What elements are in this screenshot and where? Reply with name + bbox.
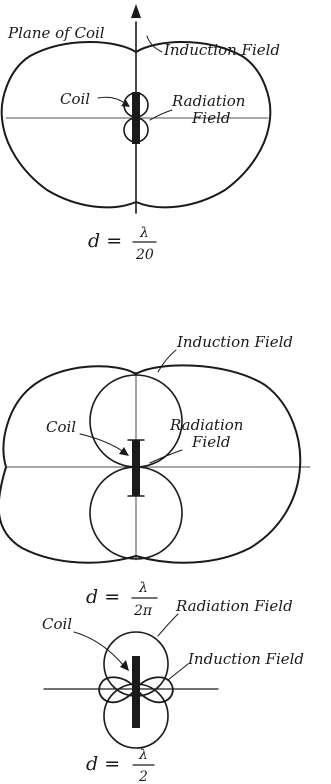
- induction-leader: [157, 349, 177, 373]
- radiation-field-label-line1: Radiation: [169, 416, 243, 434]
- induction-field-pattern: [0, 364, 302, 564]
- coil-leader-arrowhead: [121, 100, 130, 107]
- coil-leader: [73, 631, 125, 667]
- equation-3-numerator: λ: [138, 747, 148, 763]
- induction-field-label: Induction Field: [163, 41, 280, 59]
- coil-leader-arrowhead: [120, 660, 129, 671]
- radiation-field-label-line2: Field: [191, 433, 230, 451]
- coil: [132, 92, 140, 144]
- radiation-field-label-line2: Field: [191, 109, 230, 127]
- induction-field-pattern-right: [135, 676, 174, 704]
- coil-leader: [97, 96, 127, 105]
- coil-label: Coil: [42, 615, 72, 633]
- panel-2: Induction Field Coil Radiation Field d =…: [0, 333, 311, 619]
- panel-3: Coil Radiation Field Induction Field d =…: [42, 597, 304, 784]
- induction-leader: [146, 35, 163, 53]
- induction-field-label: Induction Field: [187, 650, 304, 668]
- radiation-field-label-line1: Radiation: [171, 92, 245, 110]
- equation-2-lhs: d =: [86, 586, 120, 608]
- induction-field-label: Induction Field: [176, 333, 293, 351]
- radiation-field-label: Radiation Field: [175, 597, 293, 615]
- equation-1-numerator: λ: [139, 225, 149, 241]
- induction-field-pattern: [98, 676, 137, 704]
- radiation-leader: [149, 449, 183, 464]
- equation-1-lhs: d =: [88, 230, 122, 252]
- radiation-leader: [157, 613, 179, 637]
- equation-3-denominator: 2: [138, 769, 148, 784]
- equation-3-lhs: d =: [86, 753, 120, 775]
- coil-leader: [79, 433, 125, 453]
- coil-label: Coil: [46, 418, 76, 436]
- equation-1-denominator: 20: [135, 247, 154, 263]
- panel-1: Plane of Coil Induction Field Coil Radia…: [0, 4, 280, 263]
- equation-2-denominator: 2π: [133, 603, 153, 619]
- induction-field-pattern: [0, 41, 272, 209]
- induction-leader: [167, 663, 189, 681]
- plane-of-coil-label: Plane of Coil: [7, 24, 105, 42]
- coil-label: Coil: [60, 90, 90, 108]
- coil: [132, 656, 140, 728]
- equation-2-numerator: λ: [138, 580, 148, 596]
- coil-leader-arrowhead: [119, 447, 129, 456]
- plane-axis-arrowhead: [131, 4, 141, 18]
- radiation-leader: [149, 109, 173, 121]
- coil: [132, 440, 140, 496]
